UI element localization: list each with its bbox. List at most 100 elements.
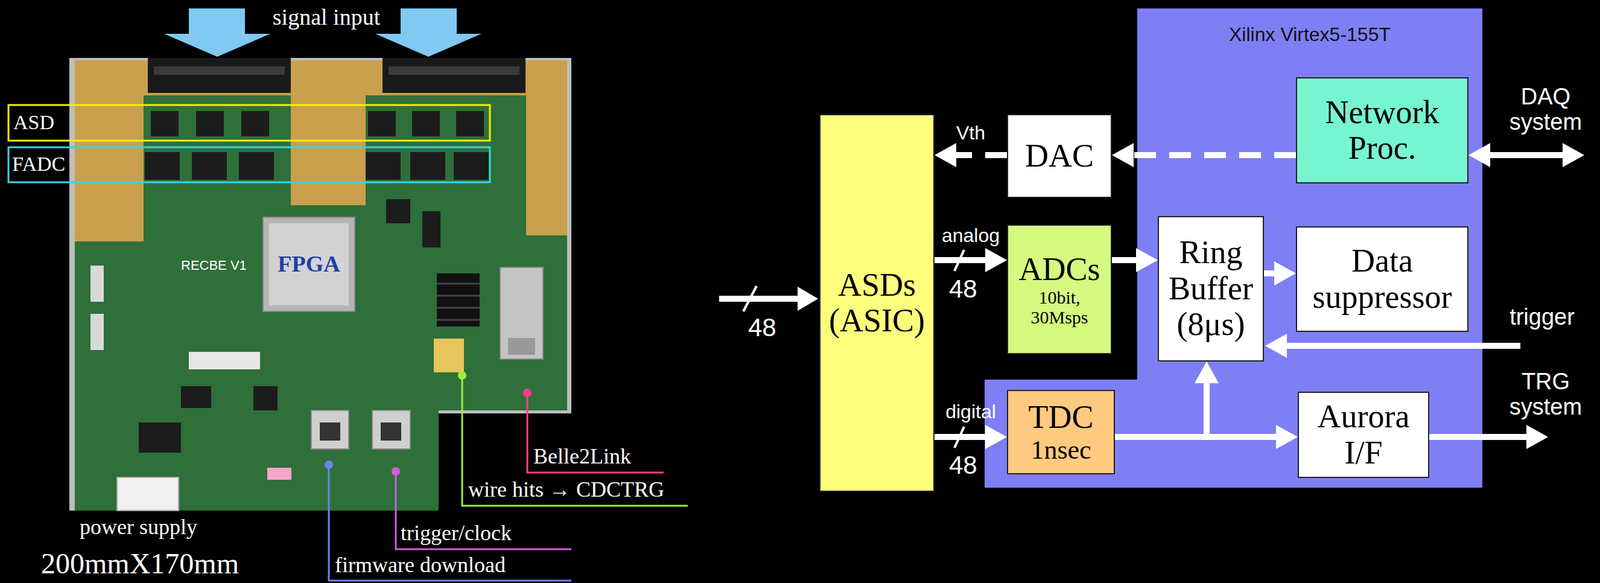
pin-header xyxy=(138,422,181,453)
ic-chip xyxy=(180,386,212,408)
heatsink-fin xyxy=(436,282,480,285)
fadc-chip xyxy=(365,152,401,180)
asd-chip xyxy=(456,111,484,137)
data-arrow xyxy=(934,433,998,440)
rj45-opening xyxy=(380,422,402,441)
fadc-chip xyxy=(191,152,227,180)
bus-width: 48 xyxy=(748,313,777,342)
node-title: DAC xyxy=(1025,138,1094,174)
fadc-frame xyxy=(8,147,490,183)
input-arrow-shaft xyxy=(188,8,245,35)
node-title: ASDs (ASIC) xyxy=(826,267,928,340)
input-bus-head xyxy=(797,286,819,311)
node-title: Ring Buffer (8μs) xyxy=(1165,234,1257,343)
bus-slash xyxy=(743,285,757,312)
data-arrow xyxy=(1114,433,1289,440)
daq-arrow-line xyxy=(1488,152,1564,159)
rj45-opening xyxy=(319,422,341,441)
data-arrow xyxy=(1263,270,1287,277)
rj45-jack xyxy=(372,410,411,449)
pink-sticker xyxy=(267,467,292,480)
region-heading: Xilinx Virtex5-155T xyxy=(1137,24,1483,46)
heatsink-fin xyxy=(436,307,480,309)
heatsink-fin xyxy=(436,295,480,297)
ic-chip xyxy=(422,211,441,248)
data-arrow xyxy=(1111,257,1149,264)
control-arrow xyxy=(944,152,1007,159)
system-label: DAQ system xyxy=(1506,84,1585,136)
connector-slot xyxy=(153,66,285,75)
gold-plane xyxy=(74,60,144,242)
input-arrow-head xyxy=(164,33,271,57)
callout-label: wire hits → CDCTRG xyxy=(468,477,665,502)
small-connector xyxy=(90,313,104,350)
edge-label: analog xyxy=(941,224,1000,247)
bus-width: 48 xyxy=(949,451,978,480)
fadc-chip xyxy=(453,152,489,180)
tdc-box: TDC1nsec xyxy=(1006,389,1115,475)
asd-chip xyxy=(196,111,224,137)
connector-slot xyxy=(388,66,520,75)
node-title: Aurora I/F xyxy=(1304,398,1423,471)
ic-chip xyxy=(253,386,278,411)
ic-chip xyxy=(386,199,411,224)
bus-slash xyxy=(954,426,965,448)
callout-label: trigger/clock xyxy=(400,521,512,546)
ring-buffer-box: Ring Buffer (8μs) xyxy=(1157,215,1264,362)
sfp-cage xyxy=(500,267,543,359)
input-arrow-shaft xyxy=(400,8,457,35)
node-detail: 1nsec xyxy=(1030,435,1091,465)
silkscreen-text: RECBE V1 xyxy=(180,258,247,273)
chip-label: FPGA xyxy=(277,251,340,277)
trg-arrow-line xyxy=(1429,433,1528,440)
node-title: TDC xyxy=(1028,399,1094,435)
asic-box: ASDs (ASIC) xyxy=(819,114,935,492)
gold-plane xyxy=(526,60,568,236)
fpga-chip xyxy=(263,217,355,312)
bus-width: 48 xyxy=(949,275,978,303)
daq-arrow-head xyxy=(1468,142,1491,168)
input-arrow-head xyxy=(375,33,482,57)
rj45-jack xyxy=(311,410,349,449)
photo-background xyxy=(69,57,572,511)
sfp-port xyxy=(507,337,536,355)
fadc-chip xyxy=(410,152,446,180)
pcb-board xyxy=(74,60,568,511)
asd-chip xyxy=(241,111,270,137)
node-title: ADCs xyxy=(1018,251,1100,288)
asd-chip xyxy=(412,111,440,137)
input-label: signal input xyxy=(272,4,381,31)
signal-connector xyxy=(147,57,291,93)
dac-box: DAC xyxy=(1006,114,1112,198)
trigger-arrow-line xyxy=(1285,342,1521,349)
leader-line xyxy=(328,464,572,581)
leader-line xyxy=(527,392,664,473)
network-box: Network Proc. xyxy=(1295,77,1469,184)
row-label: ASD xyxy=(13,111,55,134)
signal-label: trigger xyxy=(1509,304,1575,331)
dimension-label: 200mmX170mm xyxy=(41,549,239,578)
edge-label: digital xyxy=(945,400,997,423)
trg-arrow-head xyxy=(1526,424,1549,449)
callout-label: Belle2Link xyxy=(533,444,632,469)
asd-chip xyxy=(368,111,396,137)
fpga-lid xyxy=(269,223,349,306)
optical-label xyxy=(433,338,464,373)
node-title: Data suppressor xyxy=(1303,243,1462,315)
callout-label: power supply xyxy=(79,515,198,540)
heatsink-fin xyxy=(436,319,480,321)
row-label: FADC xyxy=(12,152,66,175)
heatsink xyxy=(436,273,480,327)
data-arrow xyxy=(934,257,998,264)
fpga-region-fill xyxy=(984,8,1483,488)
node-detail: 10bit, 30Msps xyxy=(1014,287,1105,327)
suppressor-box: Data suppressor xyxy=(1295,226,1469,332)
leader-line xyxy=(395,471,572,550)
asd-frame xyxy=(8,104,490,141)
control-arrow xyxy=(1121,152,1296,159)
adc-box: ADCs10bit, 30Msps xyxy=(1006,224,1112,355)
input-bus-line xyxy=(719,295,799,302)
fadc-chip xyxy=(144,152,180,180)
edge-label: Vth xyxy=(956,121,986,145)
callout-label: firmware download xyxy=(334,553,506,578)
